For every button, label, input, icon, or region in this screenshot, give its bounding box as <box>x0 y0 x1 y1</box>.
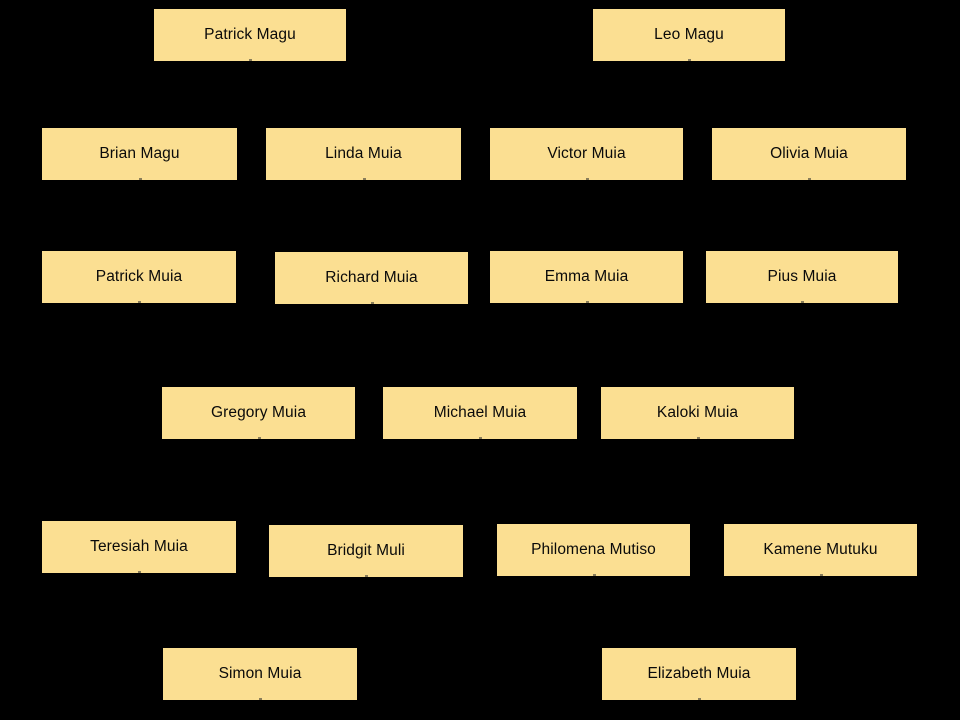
person-node-label: Gregory Muia <box>210 404 307 422</box>
person-node[interactable]: Linda Muia <box>266 128 461 180</box>
person-node[interactable]: Patrick Muia <box>42 251 236 303</box>
person-node-label: Philomena Mutiso <box>531 541 656 559</box>
person-node-label: Elizabeth Muia <box>647 665 751 683</box>
person-node[interactable]: Richard Muia <box>275 252 468 304</box>
person-node-label: Victor Muia <box>547 145 626 163</box>
person-node-label: Teresiah Muia <box>90 538 188 556</box>
person-node-label: Patrick Muia <box>95 268 183 286</box>
person-node[interactable]: Olivia Muia <box>712 128 906 180</box>
person-node[interactable]: Kamene Mutuku <box>724 524 917 576</box>
person-node-label: Linda Muia <box>325 145 402 163</box>
person-node-label: Emma Muia <box>544 268 629 286</box>
person-node-label: Leo Magu <box>654 26 724 44</box>
person-node-label: Pius Muia <box>767 268 837 286</box>
person-node[interactable]: Michael Muia <box>383 387 577 439</box>
person-node[interactable]: Elizabeth Muia <box>602 648 796 700</box>
person-node[interactable]: Kaloki Muia <box>601 387 794 439</box>
person-node-label: Patrick Magu <box>204 26 296 44</box>
person-node[interactable]: Brian Magu <box>42 128 237 180</box>
person-node[interactable]: Patrick Magu <box>154 9 346 61</box>
person-node[interactable]: Teresiah Muia <box>42 521 236 573</box>
person-node-label: Simon Muia <box>218 665 302 683</box>
person-node[interactable]: Leo Magu <box>593 9 785 61</box>
person-node[interactable]: Gregory Muia <box>162 387 355 439</box>
person-node-label: Olivia Muia <box>770 145 848 163</box>
person-node-label: Richard Muia <box>325 269 418 287</box>
person-node-label: Kamene Mutuku <box>763 541 878 559</box>
person-node-label: Brian Magu <box>99 145 180 163</box>
person-node[interactable]: Simon Muia <box>163 648 357 700</box>
person-node[interactable]: Pius Muia <box>706 251 898 303</box>
person-node[interactable]: Victor Muia <box>490 128 683 180</box>
person-node[interactable]: Philomena Mutiso <box>497 524 690 576</box>
person-node[interactable]: Bridgit Muli <box>269 525 463 577</box>
person-node-label: Kaloki Muia <box>656 404 739 422</box>
person-node-label: Michael Muia <box>433 404 527 422</box>
person-node-label: Bridgit Muli <box>327 542 405 560</box>
person-node[interactable]: Emma Muia <box>490 251 683 303</box>
